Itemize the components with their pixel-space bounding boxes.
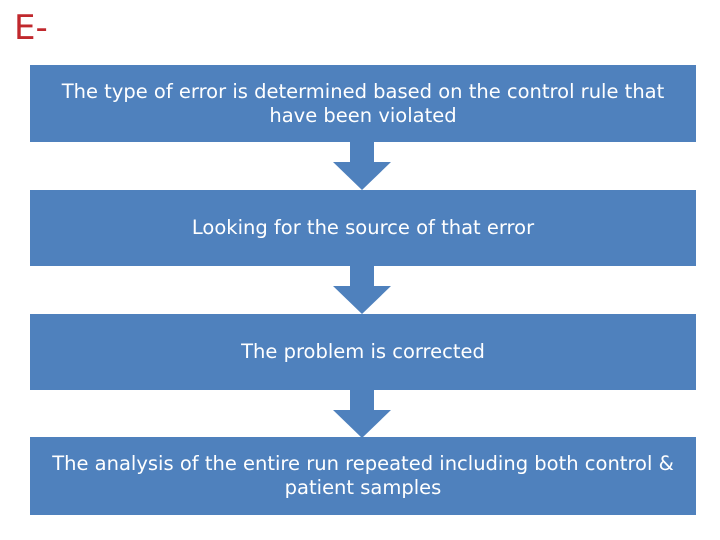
slide-heading: E- <box>14 8 48 48</box>
flow-step-1: The type of error is determined based on… <box>30 65 696 142</box>
flow-step-3-text: The problem is corrected <box>241 340 485 363</box>
down-arrow-icon <box>333 266 391 314</box>
down-arrow-icon <box>333 142 391 190</box>
down-arrow-icon <box>333 390 391 438</box>
flow-step-2-text: Looking for the source of that error <box>191 216 535 239</box>
flow-step-1-text: The type of error is determined based on… <box>61 79 665 127</box>
flow-step-2: Looking for the source of that error <box>30 190 696 266</box>
flow-step-4: The analysis of the entire run repeated … <box>30 437 696 515</box>
flow-step-4-text: The analysis of the entire run repeated … <box>52 452 674 499</box>
flow-step-3: The problem is corrected <box>30 314 696 390</box>
